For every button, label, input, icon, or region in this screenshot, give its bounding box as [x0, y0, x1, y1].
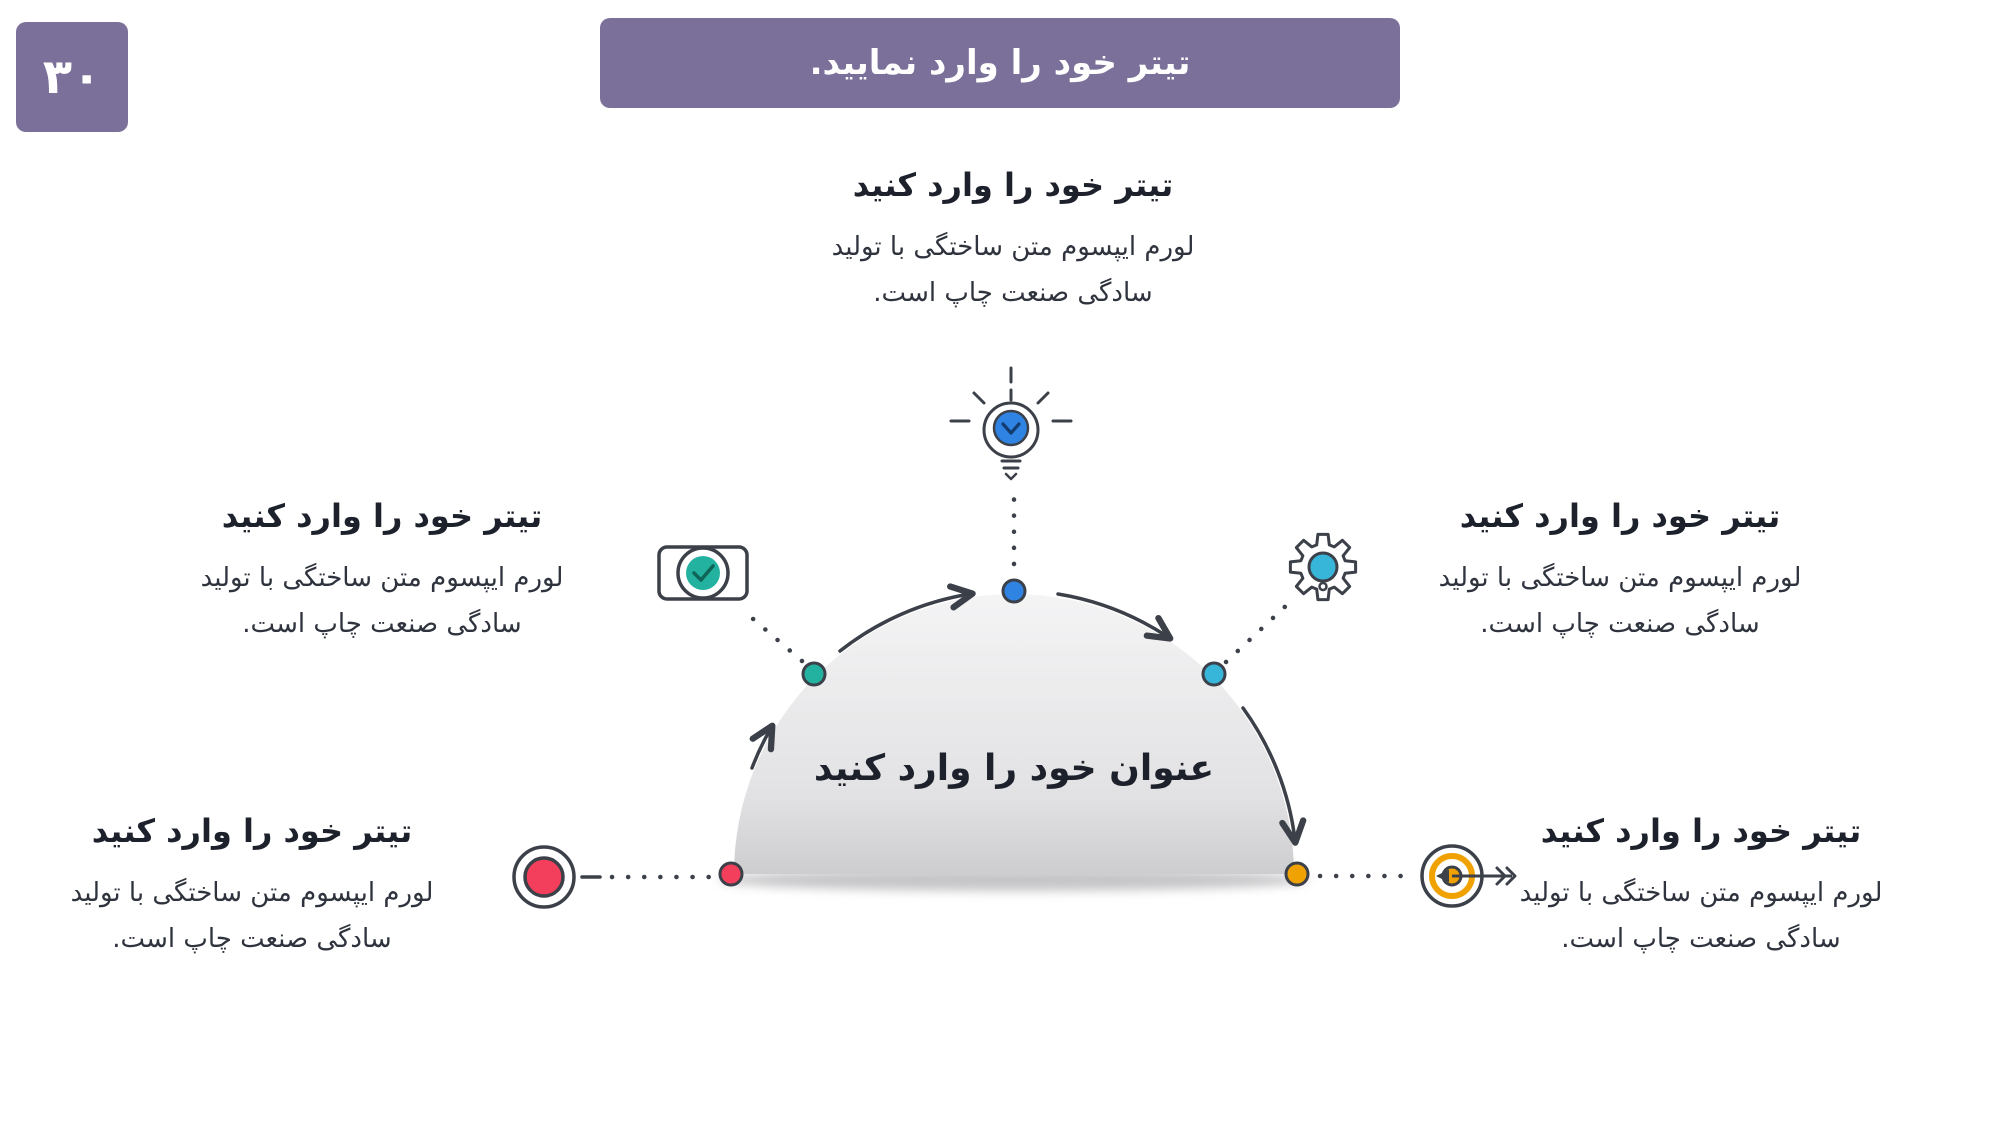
callout-title: تیتر خود را وارد کنید	[91, 812, 413, 850]
callout-body-line: سادگی صنعت چاپ است.	[1480, 609, 1760, 639]
callout-body-line: لورم ایپسوم متن ساختگی با تولید	[200, 563, 564, 593]
callout-title: تیتر خود را وارد کنید	[1540, 812, 1862, 850]
callout-upper-right: تیتر خود را وارد کنید لورم ایپسوم متن سا…	[1410, 497, 1830, 647]
callout-lower-left: تیتر خود را وارد کنید لورم ایپسوم متن سا…	[32, 812, 472, 962]
connector-teal	[749, 615, 805, 664]
arc-segment-upper-left	[838, 583, 976, 653]
slide-number-badge: ۳۰	[16, 22, 128, 132]
callout-top: تیتر خود را وارد کنید لورم ایپسوم متن سا…	[803, 166, 1223, 316]
callout-upper-left: تیتر خود را وارد کنید لورم ایپسوم متن سا…	[172, 497, 592, 647]
node-dot-cyan	[1201, 661, 1227, 687]
callout-body-line: لورم ایپسوم متن ساختگی با تولید	[1438, 563, 1802, 593]
node-dot-yellow	[1284, 861, 1310, 887]
dotted-connectors	[609, 495, 1415, 880]
connector-cyan	[1223, 599, 1293, 665]
gear-icon	[1288, 532, 1358, 602]
callout-body-line: لورم ایپسوم متن ساختگی با تولید	[831, 232, 1195, 262]
dome-shape	[734, 594, 1294, 874]
callout-title: تیتر خود را وارد کنید	[852, 166, 1174, 204]
node-dot-red	[718, 861, 744, 887]
node-dot-blue	[1001, 578, 1027, 604]
callout-title: تیتر خود را وارد کنید	[1459, 497, 1781, 535]
callout-body-line: سادگی صنعت چاپ است.	[873, 278, 1153, 308]
watch-clock-icon	[657, 545, 749, 601]
dart-target-icon	[1420, 844, 1517, 908]
dome-title: عنوان خود را وارد کنید	[813, 748, 1215, 789]
node-dots	[718, 578, 1310, 887]
arc-segment-right	[1241, 706, 1307, 846]
node-dot-teal	[801, 661, 827, 687]
arc-segment-upper-right	[1056, 592, 1174, 642]
callout-body-line: سادگی صنعت چاپ است.	[1561, 924, 1841, 954]
callout-title: تیتر خود را وارد کنید	[221, 497, 543, 535]
callout-body-line: لورم ایپسوم متن ساختگی با تولید	[1519, 878, 1883, 908]
arc-arrows	[749, 583, 1307, 846]
callout-body-line: سادگی صنعت چاپ است.	[112, 924, 392, 954]
header-title: تیتر خود را وارد نمایید.	[809, 43, 1191, 83]
callout-body-line: لورم ایپسوم متن ساختگی با تولید	[70, 878, 434, 908]
dome-shadow	[718, 869, 1310, 891]
callout-body-line: سادگی صنعت چاپ است.	[242, 609, 522, 639]
lightbulb-icon	[949, 366, 1073, 481]
header-title-bar: تیتر خود را وارد نمایید.	[600, 18, 1400, 108]
bullseye-rings-icon	[512, 845, 576, 909]
arc-segment-left	[749, 722, 776, 770]
callout-lower-right: تیتر خود را وارد کنید لورم ایپسوم متن سا…	[1481, 812, 1921, 962]
